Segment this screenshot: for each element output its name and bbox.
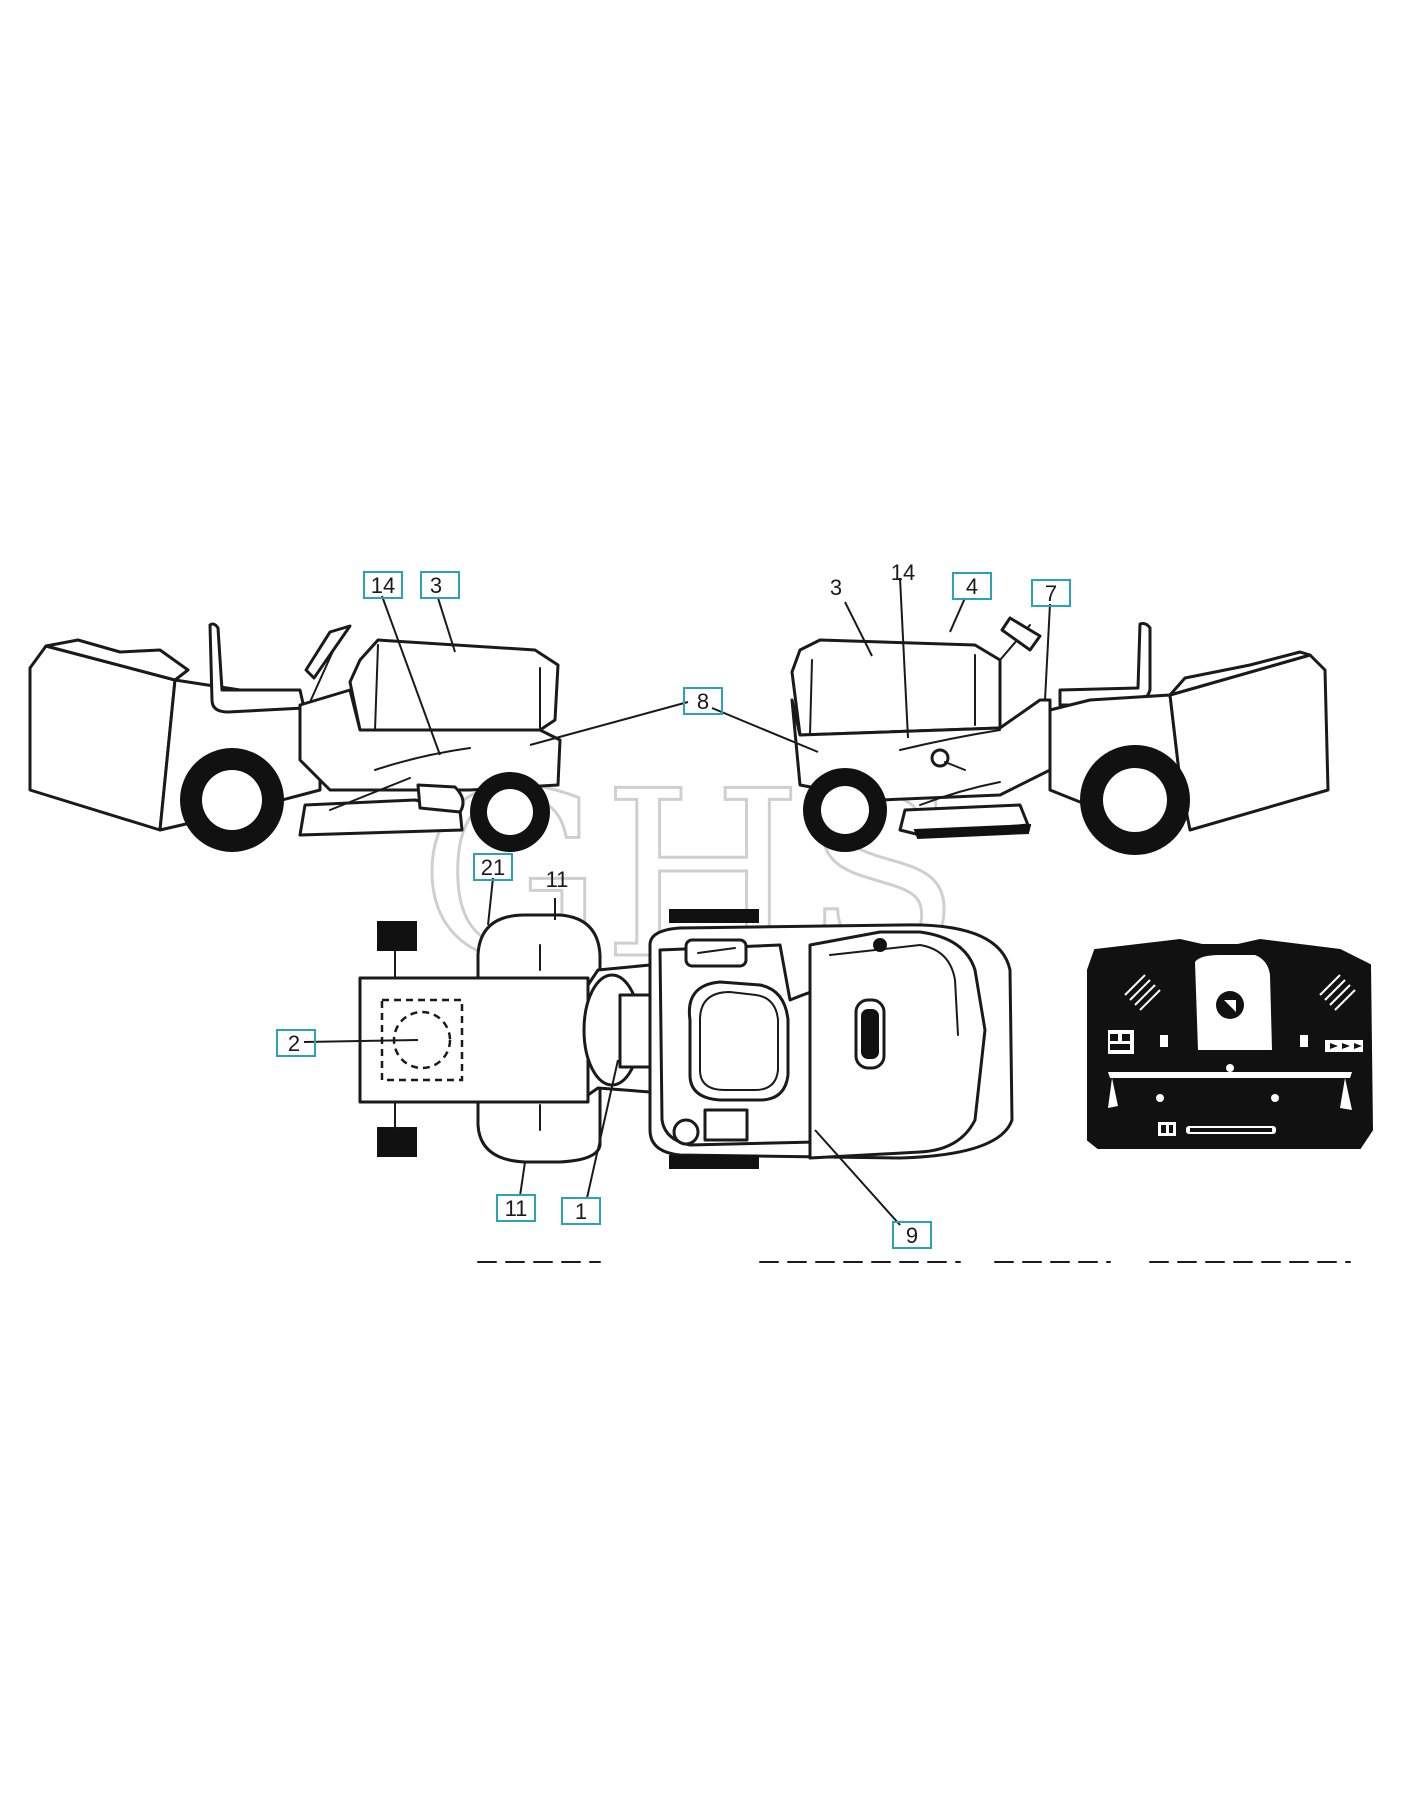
callout-left-14: 14 [371,573,395,598]
callout-top-1: 1 [575,1199,587,1224]
callout-center-8: 8 [697,689,709,714]
callout-top-21: 21 [481,855,505,880]
callout-right-7: 7 [1045,581,1057,606]
callout-right-4: 4 [966,574,978,599]
mower-top-view [358,909,1014,1169]
callout-right-3: 3 [830,575,842,600]
callout-boxes [276,571,1071,1249]
leader-lines [303,577,1051,1226]
callout-right-14: 14 [891,560,915,585]
mower-left-side-view [28,622,562,852]
callout-top-2: 2 [288,1031,300,1056]
callout-top-11-lower: 11 [505,1196,528,1221]
mower-right-side-view [790,616,1330,855]
callout-top-11-upper: 11 [546,867,569,892]
rear-decal-panel [1087,938,1374,1149]
callout-left-3: 3 [430,573,442,598]
callout-top-9: 9 [906,1223,918,1248]
callout-labels: 14 3 8 3 14 4 7 21 11 2 11 1 9 [288,560,1057,1248]
